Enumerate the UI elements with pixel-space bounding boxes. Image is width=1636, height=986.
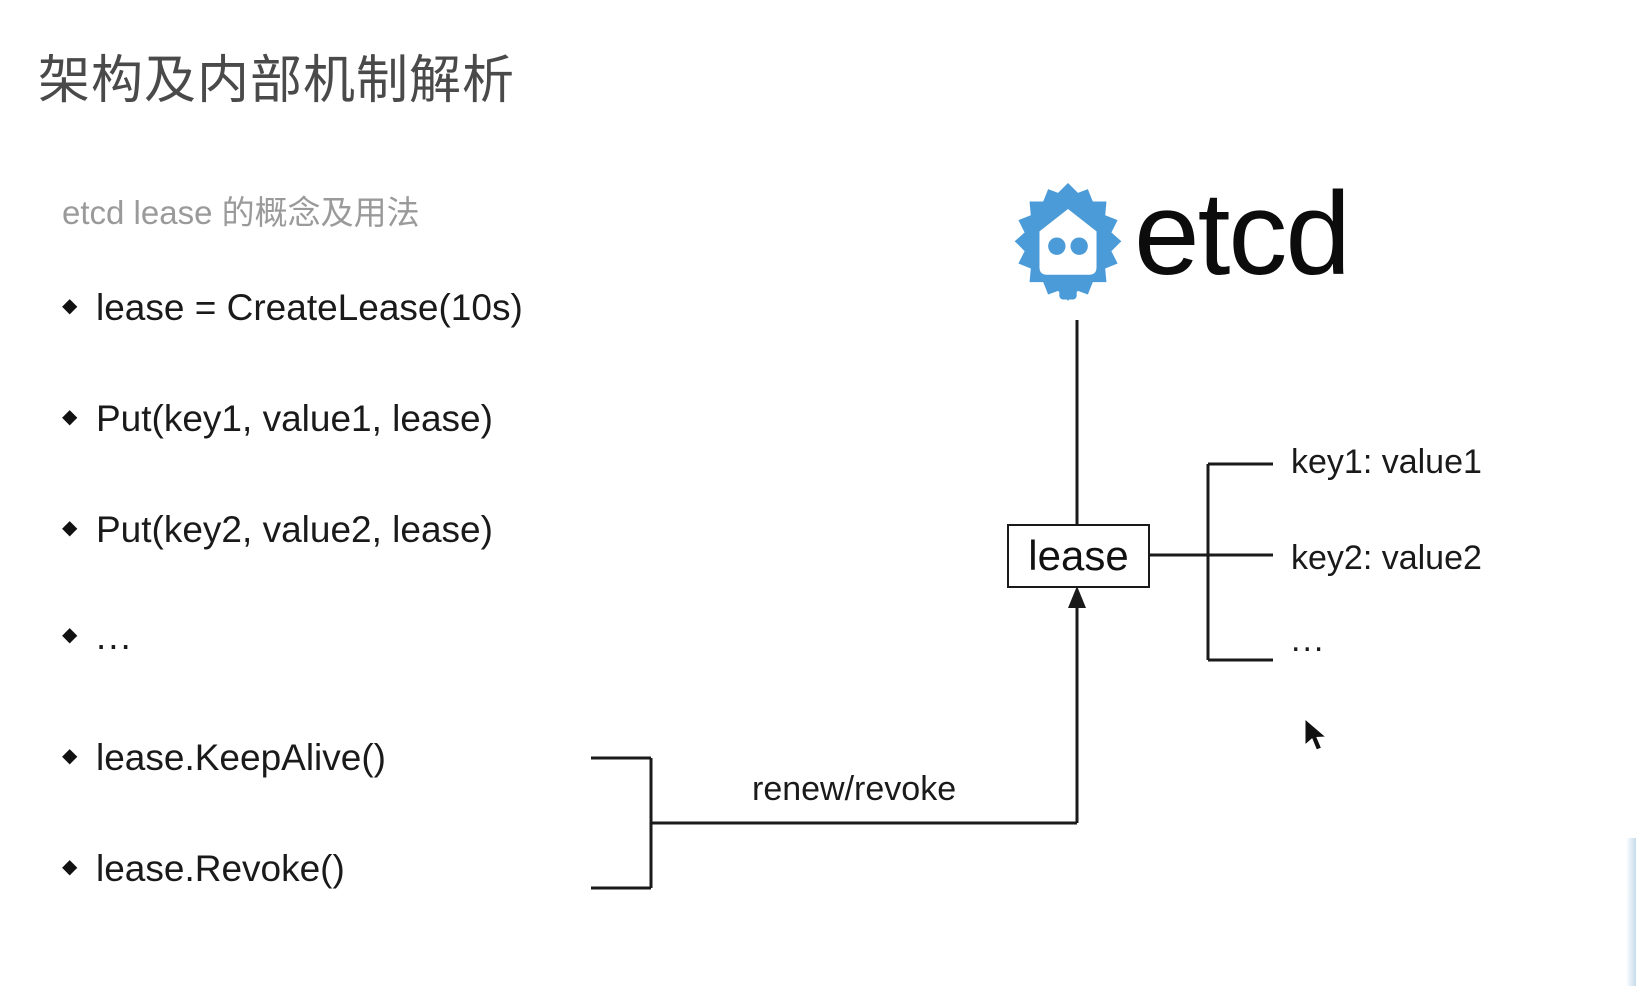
list-item: ◆ ... <box>62 614 133 660</box>
list-item: ◆ lease = CreateLease(10s) <box>62 285 523 331</box>
bullet-diamond-icon: ◆ <box>62 745 78 767</box>
mouse-pointer-icon <box>1304 718 1328 751</box>
renew-revoke-label: renew/revoke <box>752 770 957 808</box>
lease-node: lease <box>1007 524 1150 588</box>
list-item-label: lease.KeepAlive() <box>96 737 386 778</box>
list-item: ◆ Put(key2, value2, lease) <box>62 507 493 553</box>
list-item-label: lease.Revoke() <box>96 848 345 889</box>
bullet-diamond-icon: ◆ <box>62 517 78 539</box>
list-item: ◆ lease.KeepAlive() <box>62 735 386 781</box>
list-item-label: ... <box>96 616 133 657</box>
etcd-logo: etcd <box>1006 168 1351 302</box>
list-item: ◆ Put(key1, value1, lease) <box>62 396 493 442</box>
attached-key-2: key2: value2 <box>1291 539 1482 577</box>
list-item-label: Put(key2, value2, lease) <box>96 509 493 550</box>
bullet-diamond-icon: ◆ <box>62 406 78 428</box>
lease-node-label: lease <box>1028 532 1129 579</box>
attached-key-1: key1: value1 <box>1291 443 1482 481</box>
attached-key-3: ... <box>1291 621 1326 659</box>
etcd-gear-robot-icon <box>1014 182 1122 301</box>
page-subtitle: etcd lease 的概念及用法 <box>62 194 420 231</box>
bullet-diamond-icon: ◆ <box>62 624 78 646</box>
list-item: ◆ lease.Revoke() <box>62 846 345 892</box>
bullet-diamond-icon: ◆ <box>62 856 78 878</box>
list-item-label: Put(key1, value1, lease) <box>96 398 493 439</box>
right-edge-gradient <box>1626 838 1636 986</box>
list-item-label: lease = CreateLease(10s) <box>96 287 523 328</box>
bullet-diamond-icon: ◆ <box>62 295 78 317</box>
page-title: 架构及内部机制解析 <box>38 52 516 110</box>
etcd-wordmark: etcd <box>1134 168 1351 300</box>
